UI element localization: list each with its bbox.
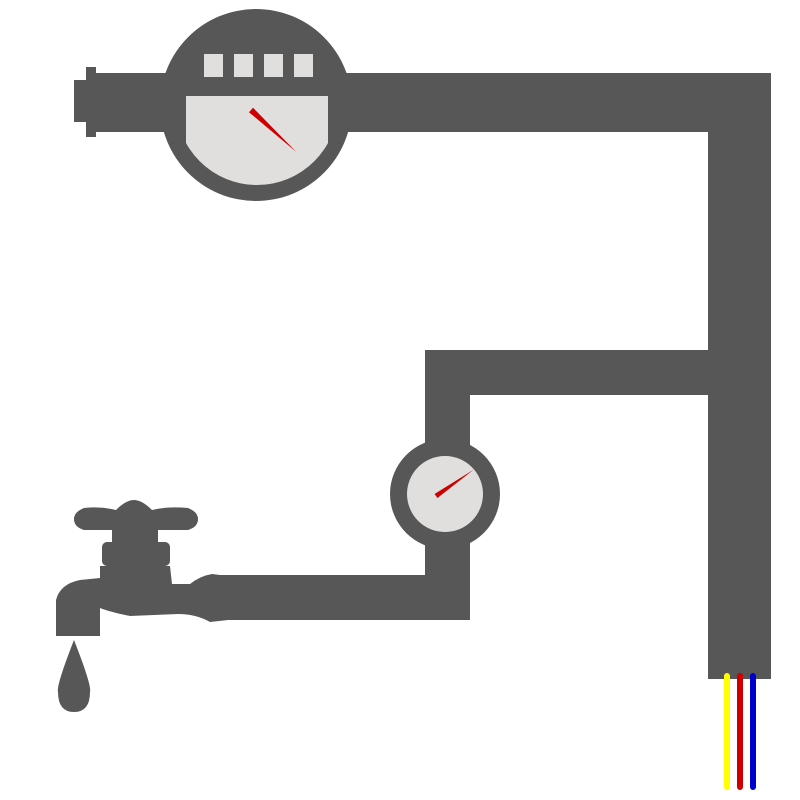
gauge-needle <box>434 469 474 499</box>
meter-digit-window <box>234 54 253 77</box>
meter-needle <box>248 107 297 153</box>
meter-digit-window <box>294 54 313 77</box>
meter-digit-windows <box>204 54 313 77</box>
meter-digit-window <box>204 54 223 77</box>
faucet-icon <box>56 500 228 712</box>
gauge-face <box>407 456 483 532</box>
wire-bundle <box>724 673 756 790</box>
faucet-nut <box>102 542 170 566</box>
faucet-body <box>56 566 228 636</box>
water-meter-icon <box>160 9 352 201</box>
pipe-end-cap <box>74 67 96 137</box>
meter-dial-face <box>186 96 328 185</box>
faucet-feed-pipe <box>215 575 470 620</box>
faucet-stem <box>112 528 158 542</box>
branch-horizontal-pipe <box>425 350 771 395</box>
faucet-handle <box>74 500 198 530</box>
water-drop-icon <box>57 640 91 712</box>
pressure-gauge-icon <box>390 439 500 549</box>
meter-digit-window <box>264 54 283 77</box>
